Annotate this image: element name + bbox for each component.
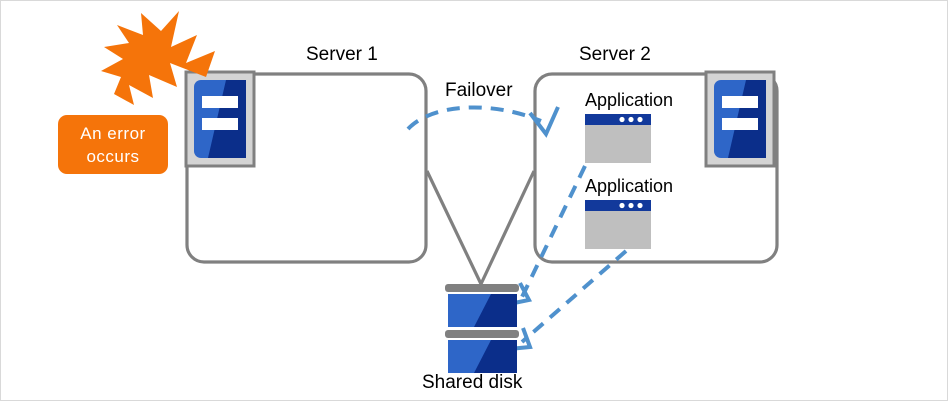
application-label-1: Application — [585, 90, 674, 110]
application-label-2: Application — [585, 176, 674, 196]
error-bubble-line-2: occurs — [86, 146, 140, 166]
failover-label: Failover — [445, 80, 513, 101]
shared-disk-label: Shared disk — [422, 372, 523, 393]
server-1-title: Server 1 — [306, 44, 378, 65]
server-1-machine-icon — [184, 70, 256, 168]
storage-connector-lines — [425, 170, 536, 285]
error-bubble: An error occurs — [58, 115, 168, 174]
application-window-icon-2 — [585, 200, 651, 249]
failover-arrow — [406, 105, 560, 138]
shared-disk-icon — [445, 284, 519, 373]
application-window-icon-1 — [585, 114, 651, 163]
server-2-title: Server 2 — [579, 44, 651, 65]
error-burst-icon — [101, 11, 215, 105]
server-2-machine-icon — [704, 70, 776, 168]
error-bubble-line-1: An error — [80, 123, 146, 143]
